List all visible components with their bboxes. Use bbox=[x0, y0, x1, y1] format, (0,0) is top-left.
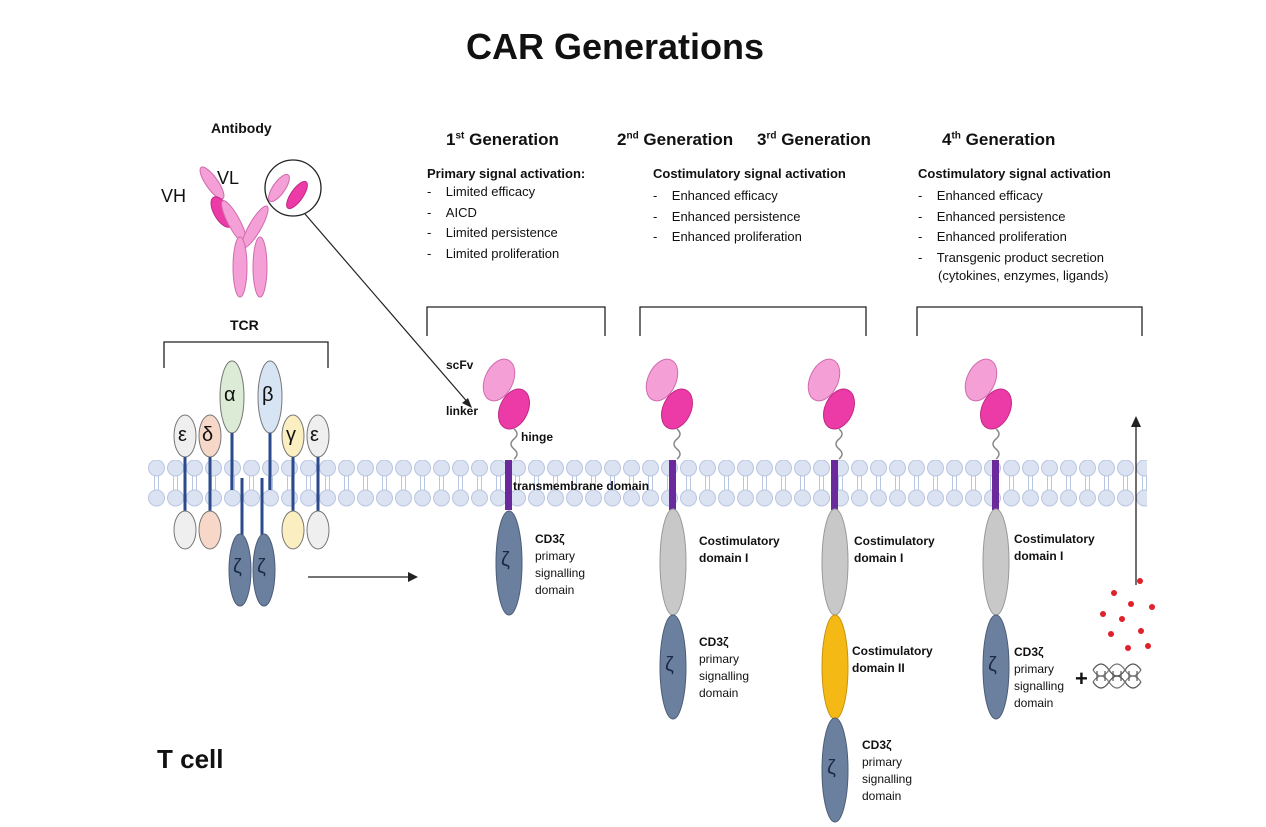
list-item: Transgenic product secretion bbox=[918, 248, 1104, 269]
tcr-beta: β bbox=[262, 384, 274, 406]
gen4-subtitle: Costimulatory signal activation bbox=[918, 166, 1111, 181]
list-item: Enhanced persistence bbox=[918, 207, 1104, 228]
tcr-delta: δ bbox=[202, 424, 214, 446]
car2-zeta: ζ bbox=[665, 654, 674, 676]
gen4-bracket bbox=[916, 306, 1143, 336]
tcr-label: TCR bbox=[230, 317, 259, 333]
gen23-bullets: Enhanced efficacy Enhanced persistence E… bbox=[653, 186, 802, 248]
list-item: Enhanced efficacy bbox=[653, 186, 802, 207]
gen1-bracket bbox=[426, 306, 606, 336]
list-item: AICD bbox=[427, 203, 559, 224]
tcr-complex bbox=[173, 360, 330, 607]
plus-sign: + bbox=[1075, 666, 1088, 691]
tcr-gamma: γ bbox=[286, 424, 296, 446]
dna-icon bbox=[1092, 663, 1142, 689]
car4-zeta: ζ bbox=[988, 654, 997, 676]
tcr-bracket bbox=[163, 341, 329, 368]
page-title: CAR Generations bbox=[465, 26, 765, 67]
list-item: Enhanced proliferation bbox=[653, 227, 802, 248]
gen3-heading: 3rd Generation bbox=[757, 130, 871, 149]
transmembrane-label: transmembrane domain bbox=[513, 479, 650, 493]
tcr-zeta-left: ζ bbox=[233, 556, 242, 578]
gen2-heading: 2nd Generation bbox=[617, 130, 734, 149]
hinge-label: hinge bbox=[521, 430, 553, 444]
scfv-highlight-circle bbox=[264, 159, 322, 217]
gen1-heading: 1st Generation bbox=[446, 130, 559, 149]
antibody-label: Antibody bbox=[211, 120, 272, 136]
list-item: Limited proliferation bbox=[427, 244, 559, 265]
tcr-alpha: α bbox=[224, 384, 236, 406]
gen4-bullets: Enhanced efficacy Enhanced persistence E… bbox=[918, 186, 1104, 268]
list-item: Enhanced efficacy bbox=[918, 186, 1104, 207]
gen23-subtitle: Costimulatory signal activation bbox=[653, 166, 846, 181]
gen4-heading: 4th Generation bbox=[942, 130, 1056, 149]
vh-label: VH bbox=[161, 186, 187, 206]
car-gen1 bbox=[482, 358, 530, 616]
list-item: Enhanced persistence bbox=[653, 207, 802, 228]
list-item: Limited persistence bbox=[427, 223, 559, 244]
antibody-shape bbox=[199, 166, 308, 298]
gen23-bracket bbox=[639, 306, 867, 336]
tcr-zeta-right: ζ bbox=[257, 556, 266, 578]
linker-label: linker bbox=[446, 404, 479, 418]
tcr-epsilon-right: ε bbox=[310, 424, 319, 446]
car-gen3 bbox=[807, 358, 855, 823]
list-item: Enhanced proliferation bbox=[918, 227, 1104, 248]
arrowhead bbox=[462, 398, 472, 408]
list-item: Limited efficacy bbox=[427, 182, 559, 203]
car-gen4 bbox=[964, 358, 1012, 720]
car3-zeta: ζ bbox=[827, 757, 836, 779]
secreted-product-dots bbox=[1100, 578, 1155, 651]
car1-zeta: ζ bbox=[501, 549, 510, 571]
cell-membrane bbox=[147, 460, 1147, 508]
tcr-epsilon-left: ε bbox=[178, 424, 187, 446]
gen4-bullet-continuation: (cytokines, enzymes, ligands) bbox=[938, 268, 1109, 283]
t-cell-label: T cell bbox=[157, 744, 224, 774]
vl-label: VL bbox=[217, 168, 240, 188]
arrowhead bbox=[1131, 416, 1141, 427]
arrowhead bbox=[408, 572, 418, 582]
scfv-pointer-arrow bbox=[304, 213, 471, 406]
gen1-bullets: Limited efficacy AICD Limited persistenc… bbox=[427, 182, 559, 264]
scfv-label: scFv bbox=[446, 358, 474, 372]
car-gen2 bbox=[645, 358, 693, 720]
gen1-subtitle: Primary signal activation: bbox=[427, 166, 586, 181]
